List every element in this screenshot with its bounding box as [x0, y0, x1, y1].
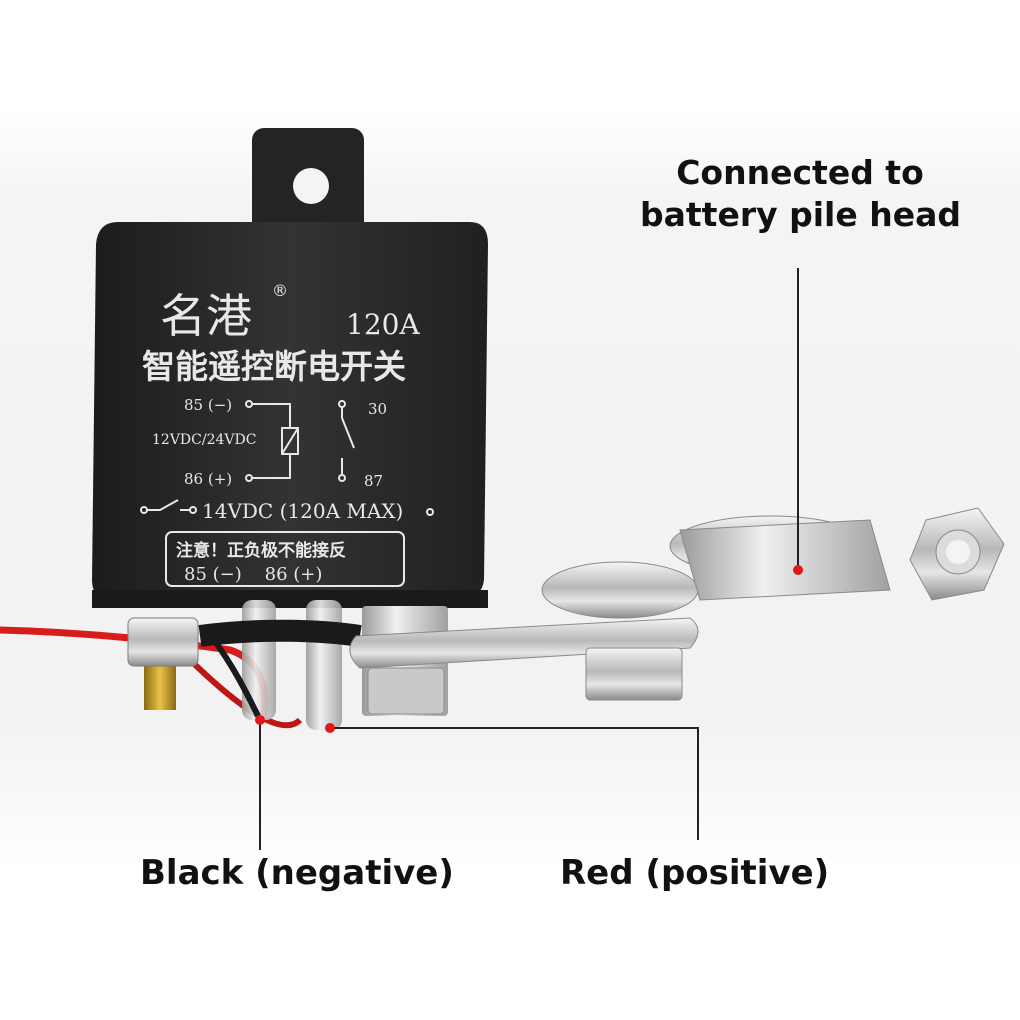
leader-lines: [259, 268, 799, 850]
callout-red-positive: Red (positive): [560, 853, 830, 893]
relay-schematic: [140, 400, 434, 516]
relay-registered: ®: [272, 281, 288, 300]
callout-battery-head-line1: Connected to: [676, 153, 924, 192]
mounting-tab: [252, 128, 364, 248]
relay-voltage: 12VDC/24VDC: [152, 432, 256, 448]
relay-brand: 名港: [160, 289, 252, 343]
relay-pin-87: 87: [364, 472, 383, 490]
callout-battery-head: Connected to battery pile head: [640, 152, 961, 236]
relay-polarity: 85 (−) 86 (+): [184, 564, 322, 585]
busbar: [349, 617, 699, 701]
relay-product-name: 智能遥控断电开关: [142, 347, 406, 386]
black-wire: [198, 619, 362, 647]
relay-warning-box: [165, 531, 405, 587]
brass-stud: [127, 617, 199, 710]
battery-clamp: [541, 507, 1005, 619]
relay-pin-30: 30: [368, 400, 387, 418]
relay-switch-rating: 14VDC (120A MAX): [202, 499, 403, 523]
callout-black-negative: Black (negative): [140, 853, 454, 893]
marker-dot-battery-head: [793, 565, 803, 575]
relay-pin-85: 85 (−): [184, 396, 232, 414]
black-wire-lead: [211, 638, 261, 718]
marker-dot-black: [255, 715, 265, 725]
relay-rating: 120A: [346, 308, 420, 341]
callout-battery-head-line2: battery pile head: [640, 195, 961, 234]
marker-dot-red: [325, 723, 335, 733]
relay-warning: 注意！正负极不能接反: [176, 540, 346, 561]
relay-pin-86: 86 (+): [184, 470, 232, 488]
